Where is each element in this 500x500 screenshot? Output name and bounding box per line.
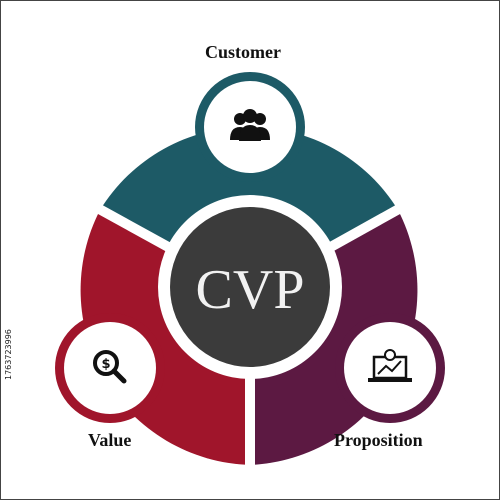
laptop-chart-icon bbox=[368, 349, 412, 382]
people-group-icon bbox=[230, 109, 270, 141]
svg-text:$: $ bbox=[101, 357, 110, 372]
label-value: Value bbox=[88, 430, 132, 450]
label-proposition: Proposition bbox=[334, 430, 423, 450]
label-customer: Customer bbox=[205, 42, 281, 62]
center-circle bbox=[170, 207, 330, 367]
proposition-bubble bbox=[335, 313, 445, 423]
dollar-search-icon: $ bbox=[93, 350, 127, 384]
side-id-text: 1763723996 bbox=[4, 329, 13, 380]
value-bubble bbox=[55, 313, 165, 423]
center-label: CVP bbox=[196, 259, 305, 321]
